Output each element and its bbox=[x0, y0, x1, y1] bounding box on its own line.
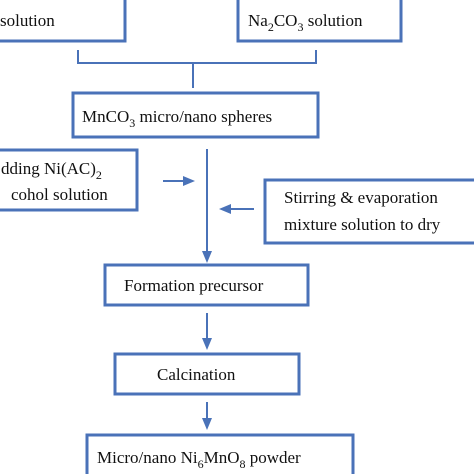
main-arrow-2-head bbox=[202, 338, 212, 350]
label-mnco3-spheres: MnCO3 micro/nano spheres bbox=[82, 107, 272, 130]
arrow-stirring-head bbox=[219, 204, 231, 214]
label-mn-solution: solution bbox=[0, 11, 55, 30]
box-stirring bbox=[263, 178, 474, 245]
box-formation-precursor bbox=[103, 263, 310, 307]
label-na2co3-solution: Na2CO3 solution bbox=[248, 11, 363, 34]
box-mn-solution bbox=[0, 0, 127, 43]
box-na2co3-solution bbox=[236, 0, 403, 43]
label-adding-ni-line2: cohol solution bbox=[11, 185, 108, 204]
label-stirring-line1: Stirring & evaporation bbox=[284, 188, 438, 207]
box-adding-ni bbox=[0, 148, 139, 212]
label-stirring-line2: mixture solution to dry bbox=[284, 215, 441, 234]
box-calcination bbox=[113, 352, 301, 396]
label-formation-precursor: Formation precursor bbox=[124, 276, 264, 295]
main-arrow-1-head bbox=[202, 251, 212, 263]
box-final-powder bbox=[85, 433, 355, 474]
box-mnco3-spheres bbox=[71, 91, 320, 139]
label-final-powder: Micro/nano Ni6MnO8 powder bbox=[97, 448, 301, 471]
merge-bracket bbox=[77, 50, 317, 64]
arrow-adding-ni-head bbox=[183, 176, 195, 186]
label-adding-ni-line1: dding Ni(AC)2 bbox=[1, 159, 102, 182]
main-arrow-3-head bbox=[202, 418, 212, 430]
label-calcination: Calcination bbox=[157, 365, 236, 384]
